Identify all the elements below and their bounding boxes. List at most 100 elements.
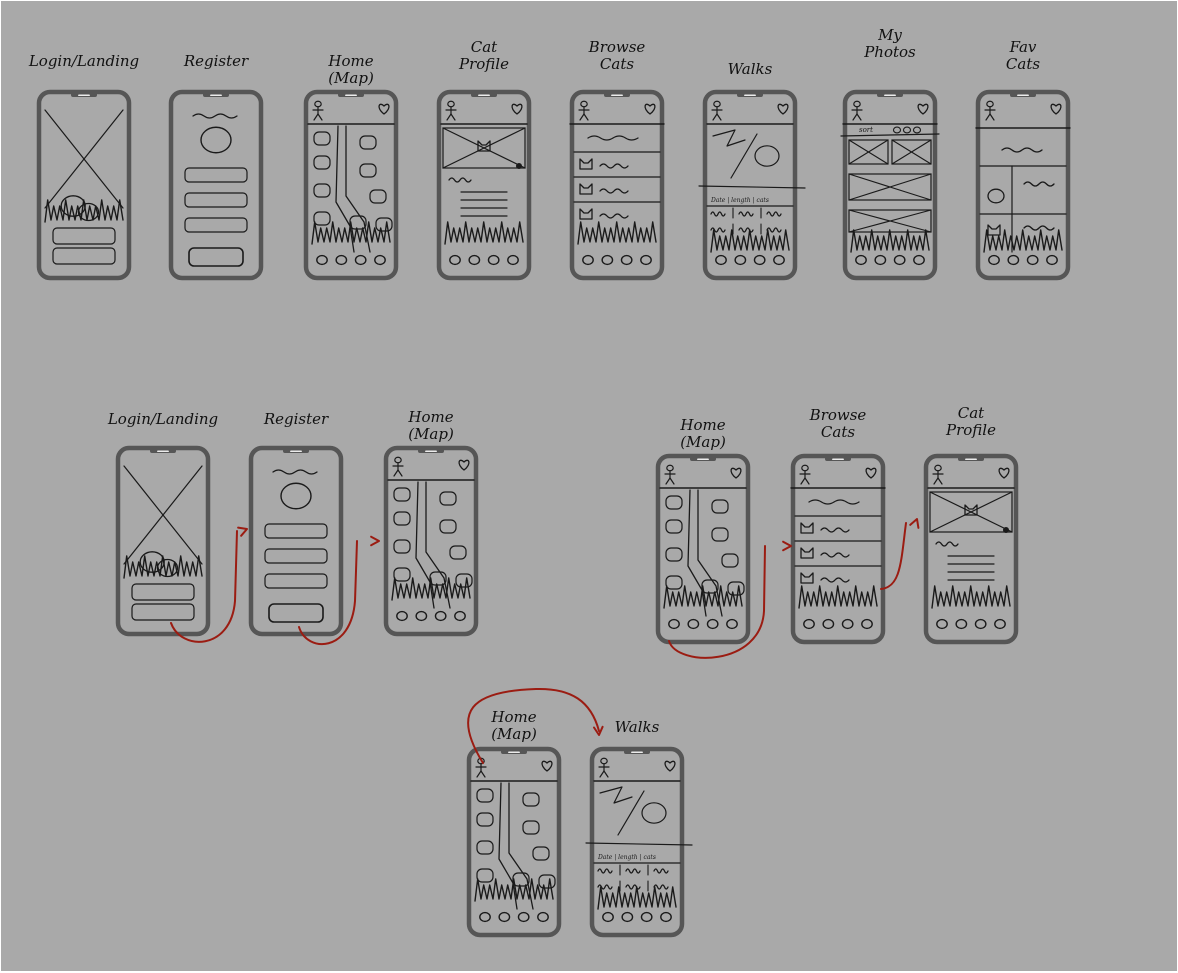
map-road — [688, 490, 706, 616]
map-block — [728, 582, 744, 595]
map-area — [642, 803, 666, 823]
nav-dot — [518, 913, 528, 922]
screen-label-walks: Walks — [680, 61, 820, 78]
heart-icon — [512, 104, 522, 114]
nav-dot — [538, 913, 548, 922]
map-block — [722, 554, 738, 567]
cell-squiggle — [654, 869, 668, 873]
cat-head-icon — [580, 184, 592, 194]
map-block — [314, 156, 330, 169]
stick-leg — [451, 114, 455, 120]
screen-subtitle: Photos — [820, 44, 960, 61]
map-block — [477, 869, 493, 882]
nav-dot — [1008, 256, 1018, 265]
phone-login — [39, 92, 129, 278]
nav-dot — [735, 256, 745, 265]
phone-speaker — [508, 752, 520, 754]
cell-squiggle — [598, 869, 612, 873]
phone-speaker — [157, 451, 169, 453]
phone-speaker — [290, 451, 302, 453]
phone-frame — [572, 92, 662, 278]
sort-option — [894, 127, 901, 133]
stick-leg — [986, 114, 990, 120]
nav-dot — [499, 913, 509, 922]
stick-head — [714, 101, 720, 106]
nav-dot — [1027, 256, 1037, 265]
heart-icon — [665, 761, 675, 771]
cat-head-icon — [580, 159, 592, 169]
stick-figure-icon — [599, 758, 609, 777]
map-block — [666, 520, 682, 533]
header-squiggle — [193, 114, 237, 118]
stick-leg — [670, 478, 674, 484]
nav-dot — [894, 256, 904, 265]
screen-title: Home — [444, 709, 584, 726]
screen-subtitle: (Map) — [633, 434, 773, 451]
nav-dot — [397, 612, 407, 621]
nav-dot — [823, 620, 833, 629]
grass-scribble — [711, 230, 789, 252]
stick-figure-icon — [579, 101, 589, 120]
nav-dot — [416, 612, 426, 621]
map-path — [600, 787, 632, 803]
screen-label-login: Login/Landing — [93, 411, 233, 428]
nav-dot — [875, 256, 885, 265]
phone-register — [251, 448, 341, 634]
phone-walks: Date | length | cats — [699, 92, 805, 278]
map-block — [477, 813, 493, 826]
cat-name-squiggle — [600, 164, 628, 168]
screen-label-home: Home(Map) — [633, 417, 773, 451]
nav-dot — [508, 256, 518, 265]
nav-dot — [688, 620, 698, 629]
sort-option — [914, 127, 921, 133]
map-block — [666, 548, 682, 561]
phone-home — [658, 456, 748, 642]
arrow-icon — [238, 528, 247, 536]
map-block — [360, 136, 376, 149]
stick-leg — [314, 114, 318, 120]
grass-scribble — [851, 230, 929, 252]
map-road — [416, 482, 434, 608]
heart-icon — [731, 468, 741, 478]
map-road — [499, 783, 517, 909]
phone-register — [171, 92, 261, 278]
avatar-circle — [201, 127, 231, 153]
nav-dot — [622, 913, 632, 922]
phone-speaker — [78, 95, 90, 97]
map-block — [360, 164, 376, 177]
stick-figure-icon — [393, 457, 403, 476]
nav-dot — [989, 256, 999, 265]
map-block — [314, 184, 330, 197]
phone-frame — [658, 456, 748, 642]
stick-leg — [481, 771, 485, 777]
stick-leg — [801, 478, 805, 484]
screen-label-home: Home(Map) — [444, 709, 584, 743]
nav-dot — [914, 256, 924, 265]
phone-frame — [592, 749, 682, 935]
map-block — [394, 488, 410, 501]
map-block — [712, 528, 728, 541]
screen-title: Home — [361, 409, 501, 426]
stick-leg — [666, 478, 670, 484]
map-block — [394, 568, 410, 581]
phone-walks: Date | length | cats — [586, 749, 692, 935]
nav-dot — [621, 256, 631, 265]
screen-title: Walks — [567, 719, 707, 736]
form-field-sketch — [265, 574, 327, 588]
heart-icon — [1051, 104, 1061, 114]
screen-title: Home — [633, 417, 773, 434]
screen-title: Cat — [901, 405, 1041, 422]
phone-speaker — [425, 451, 437, 453]
grass-scribble — [932, 586, 1010, 608]
grass-scribble — [598, 887, 676, 909]
login-button-sketch — [53, 228, 115, 244]
login-button-sketch — [132, 584, 194, 600]
phone-speaker — [744, 95, 756, 97]
stick-head — [802, 465, 808, 470]
section-line — [586, 843, 692, 845]
screen-label-home: Home(Map) — [281, 53, 421, 87]
screen-subtitle: (Map) — [281, 70, 421, 87]
stick-head — [667, 465, 673, 470]
stick-head — [601, 758, 607, 763]
